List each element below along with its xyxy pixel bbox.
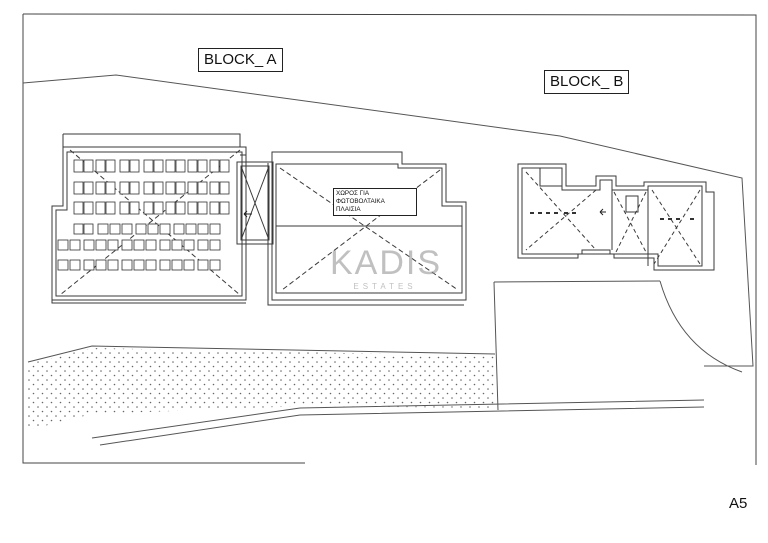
sheet-frame <box>22 13 757 465</box>
watermark-logo: KADIS ESTATES <box>330 244 440 292</box>
watermark-name: KADIS <box>330 244 443 282</box>
page-number: A5 <box>729 495 748 512</box>
pv-note-line: ΠΛΑΙΣΙΑ <box>336 206 361 213</box>
roof-slope-arrow-icon <box>243 210 252 218</box>
block-b-building <box>517 163 715 271</box>
roof-slope-arrow-icon <box>599 208 606 216</box>
block-a-label: BLOCK_ A <box>198 48 283 72</box>
block-b-label: BLOCK_ B <box>544 70 630 94</box>
pv-panels-note: ΧΩΡΟΣ ΓΙΑ ΦΩΤΟΒΟΛΤΑΙΚΑ ΠΛΑΙΣΙΑ <box>333 188 417 216</box>
block-a-parking-building <box>51 133 247 304</box>
pv-note-line: ΧΩΡΟΣ ΓΙΑ <box>336 190 370 197</box>
dotted-landscape-strip <box>28 348 496 430</box>
stair-core <box>236 161 274 245</box>
watermark-sub: ESTATES <box>353 282 417 291</box>
vent-icon <box>530 212 694 220</box>
pv-note-line: ΦΩΤΟΒΟΛΤΑΙΚΑ <box>336 198 385 205</box>
parking-bays <box>57 159 230 271</box>
plot-boundary <box>22 74 754 446</box>
